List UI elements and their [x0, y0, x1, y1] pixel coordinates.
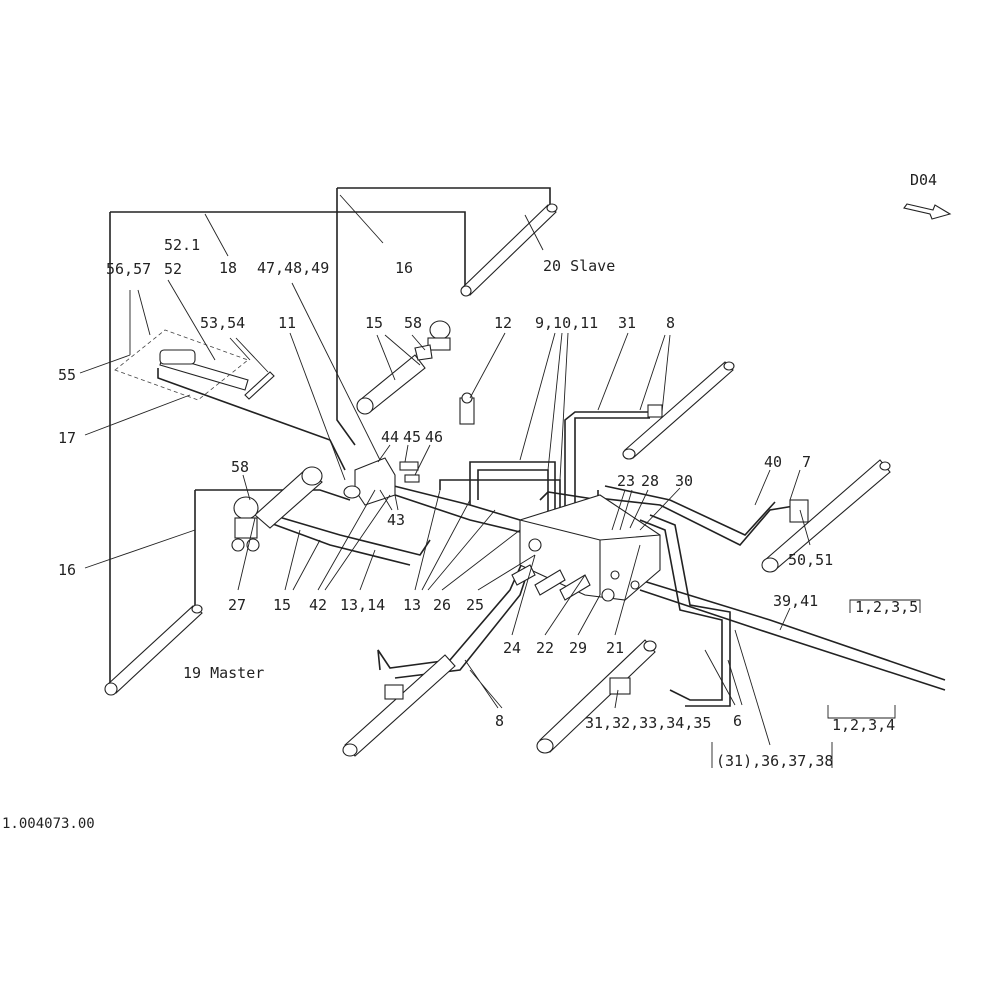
- cylinder-8-upper[interactable]: [622, 361, 735, 460]
- cylinder-6[interactable]: [536, 639, 657, 754]
- label-12: 12: [494, 314, 512, 332]
- fitting-12[interactable]: [459, 392, 475, 425]
- page-ref-label: D04: [910, 171, 937, 189]
- label-58-top: 58: [404, 314, 422, 332]
- valve-44-45-46[interactable]: [343, 457, 420, 506]
- master-cylinder-19[interactable]: [104, 604, 203, 696]
- drawing-number: 1.004073.00: [2, 816, 95, 832]
- bracket-1234: [827, 705, 896, 719]
- label-18: 18: [219, 259, 237, 277]
- label-24: 24: [503, 639, 521, 657]
- label-22: 22: [536, 639, 554, 657]
- label-26: 26: [433, 596, 451, 614]
- label-6: 6: [733, 712, 742, 730]
- label-9-10-11: 9,10,11: [535, 314, 598, 332]
- cylinder-15-lower[interactable]: [254, 466, 323, 529]
- label-42: 42: [309, 596, 327, 614]
- label-40: 40: [764, 453, 782, 471]
- label-8-top: 8: [666, 314, 675, 332]
- label-52: 52: [164, 260, 182, 278]
- label-13: 13: [403, 596, 421, 614]
- fitting-50-51[interactable]: [789, 499, 809, 523]
- label-45: 45: [403, 428, 421, 446]
- bracket-1235: [849, 599, 921, 613]
- label-30: 30: [675, 472, 693, 490]
- valve-block[interactable]: [511, 494, 661, 602]
- label-52-1: 52.1: [164, 236, 200, 254]
- label-28: 28: [641, 472, 659, 490]
- label-1-2-3-4: 1,2,3,4: [832, 716, 895, 734]
- hose-lines: [109, 187, 946, 707]
- fitting-8-lower[interactable]: [384, 684, 404, 700]
- label-13-14: 13,14: [340, 596, 385, 614]
- label-39-41: 39,41: [773, 592, 818, 610]
- label-58-lower: 58: [231, 458, 249, 476]
- slave-cylinder-20[interactable]: [460, 203, 558, 297]
- page-ref-arrow-icon[interactable]: [903, 203, 952, 220]
- label-27: 27: [228, 596, 246, 614]
- label-55: 55: [58, 366, 76, 384]
- label-50-51: 50,51: [788, 551, 833, 569]
- label-46: 46: [425, 428, 443, 446]
- label-25: 25: [466, 596, 484, 614]
- label-31-top: 31: [618, 314, 636, 332]
- label-slave-cylinder: 20 Slave: [543, 257, 615, 275]
- label-16-left: 16: [58, 561, 76, 579]
- label-15-lower: 15: [273, 596, 291, 614]
- fitting-8-upper[interactable]: [647, 404, 663, 418]
- cylinder-52[interactable]: [114, 329, 275, 401]
- label-43: 43: [387, 511, 405, 529]
- cylinder-7[interactable]: [761, 459, 891, 573]
- label-56-57: 56,57: [106, 260, 151, 278]
- label-31-36-37-38: (31),36,37,38: [716, 752, 833, 770]
- bracket-313638: [711, 742, 833, 768]
- cylinder-15-upper[interactable]: [356, 354, 426, 415]
- label-17: 17: [58, 429, 76, 447]
- fitting-31-35[interactable]: [609, 677, 631, 695]
- label-15-top: 15: [365, 314, 383, 332]
- label-23: 23: [617, 472, 635, 490]
- accumulator-58-lower[interactable]: [231, 496, 260, 552]
- label-7: 7: [802, 453, 811, 471]
- label-53-54: 53,54: [200, 314, 245, 332]
- label-21: 21: [606, 639, 624, 657]
- label-1-2-3-5: 1,2,3,5: [855, 598, 918, 616]
- label-44: 44: [381, 428, 399, 446]
- label-29: 29: [569, 639, 587, 657]
- label-16-top: 16: [395, 259, 413, 277]
- label-31-to-35: 31,32,33,34,35: [585, 714, 711, 732]
- label-47-48-49: 47,48,49: [257, 259, 329, 277]
- cylinder-8-lower[interactable]: [342, 654, 456, 757]
- leader-lines: [79, 194, 811, 746]
- accumulator-58-upper[interactable]: [414, 320, 451, 361]
- label-8-lower: 8: [495, 712, 504, 730]
- label-master-cylinder: 19 Master: [183, 664, 264, 682]
- label-11-left: 11: [278, 314, 296, 332]
